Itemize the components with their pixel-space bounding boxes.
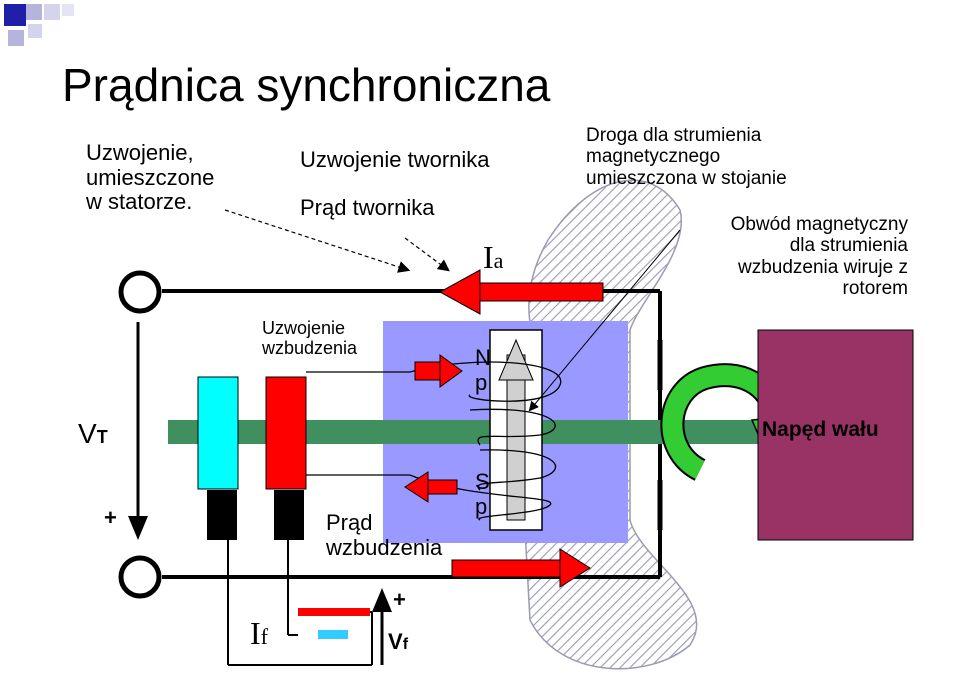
- vf-sub: f: [402, 636, 409, 653]
- vf-main: V: [388, 629, 403, 654]
- excitation-winding-line2: wzbudzenia: [262, 338, 358, 359]
- north-pole-label: N p: [475, 345, 491, 395]
- vt-sub: T: [96, 427, 108, 447]
- brush-left: [207, 490, 237, 540]
- stator-winding-label: Uzwojenie, umieszczone w statorze.: [86, 140, 215, 215]
- magnetic-circuit-label: Obwód magnetyczny dla strumienia wzbudze…: [731, 214, 908, 299]
- vf-arrow: [372, 588, 392, 665]
- south-pole-label: S p: [475, 469, 490, 519]
- excitation-wires: [227, 540, 373, 666]
- page-title: Prądnica synchroniczna: [62, 59, 551, 111]
- drive-box: [757, 329, 914, 541]
- ia-label: Ia: [483, 239, 504, 276]
- excitation-current-label: Prąd wzbudzenia: [326, 510, 443, 560]
- armature-winding-label: Uzwojenie twornika: [300, 147, 490, 172]
- slip-ring-right: [265, 376, 307, 490]
- if-main: I: [250, 615, 261, 651]
- battery-minus-plate: [318, 630, 348, 639]
- if-label: If: [250, 615, 268, 652]
- excitation-winding-line1: Uzwojenie: [262, 318, 346, 338]
- squares-logo-icon: [4, 4, 74, 46]
- excitation-current-line2: wzbudzenia: [326, 534, 443, 560]
- excitation-winding-label: Uzwojenie wzbudzenia: [262, 318, 357, 358]
- armature-current-label: Prąd twornika: [300, 195, 435, 220]
- excitation-current-line1: Prąd: [326, 510, 373, 535]
- excitation-coil: [409, 361, 562, 521]
- annotation-pointers: [224, 209, 681, 412]
- stator-winding-line1: Uzwojenie,: [86, 140, 194, 165]
- shaft-drive-label: Napęd wału: [762, 418, 879, 441]
- flux-path-line2: magnetycznego: [586, 146, 721, 168]
- vt-arrow: [128, 322, 148, 540]
- vf-plus-sign: +: [393, 587, 406, 612]
- rotor-pole: [489, 329, 543, 531]
- battery-plus-plate: [298, 608, 370, 616]
- north-pole-line2: p: [475, 369, 488, 395]
- excitation-leads: [306, 371, 410, 476]
- vt-label: VT: [78, 418, 108, 449]
- magnetic-circuit-line3: wzbudzenia wiruje z: [737, 256, 908, 278]
- flux-path-label: Droga dla strumienia magnetycznego umies…: [586, 125, 787, 189]
- excitation-current-arrow-top: [414, 354, 463, 388]
- if-sub: f: [260, 624, 268, 649]
- flux-path-line3: umieszczona w stojanie: [586, 167, 787, 189]
- vt-main: V: [78, 418, 97, 449]
- vf-label: Vf: [388, 629, 409, 655]
- armature-current-arrow: [438, 269, 604, 315]
- excitation-current-arrow-bottom: [404, 471, 458, 503]
- north-pole-line1: N: [475, 345, 491, 370]
- ia-sub: a: [493, 248, 504, 273]
- magnetic-circuit-line4: rotorem: [842, 277, 908, 299]
- south-pole-line2: p: [475, 493, 488, 519]
- magnetic-circuit-line1: Obwód magnetyczny: [730, 214, 908, 235]
- magnetic-circuit-line2: dla strumienia: [789, 235, 908, 257]
- stator-winding-line3: w statorze.: [86, 189, 193, 215]
- brush-right: [274, 490, 304, 540]
- terminal-top[interactable]: [118, 270, 162, 314]
- vt-plus-sign: +: [104, 505, 117, 530]
- flux-path-line1: Droga dla strumienia: [586, 125, 762, 146]
- stator-winding-line2: umieszczone: [86, 164, 215, 190]
- slip-ring-left: [197, 376, 239, 490]
- terminal-bottom[interactable]: [118, 555, 162, 599]
- armature-current-arrow-bottom: [451, 548, 591, 588]
- ia-main: I: [483, 239, 494, 275]
- south-pole-line1: S: [475, 469, 490, 494]
